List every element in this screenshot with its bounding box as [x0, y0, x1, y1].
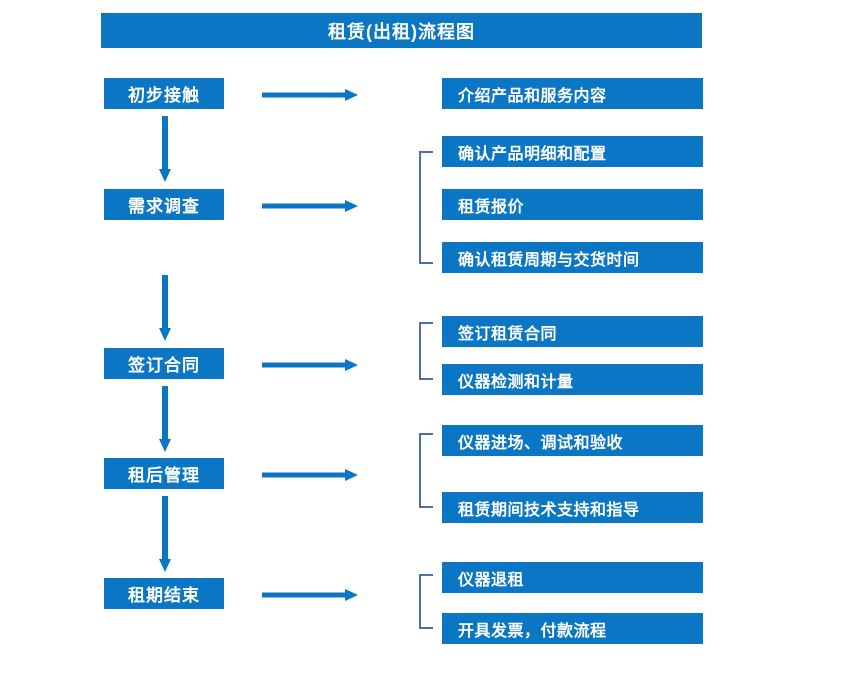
- arrow-stage-5-icon: [262, 587, 358, 603]
- detail-box-label: 租赁报价: [458, 198, 525, 216]
- stage-box-label: 初步接触: [128, 86, 200, 105]
- stage-box-label: 租期结束: [128, 586, 200, 605]
- stage-box-4: 租后管理: [104, 458, 224, 489]
- arrow-stage-2-icon: [262, 198, 358, 214]
- detail-box-8: 租赁期间技术支持和指导: [442, 492, 703, 523]
- detail-box-label: 仪器检测和计量: [458, 373, 574, 391]
- detail-box-7: 仪器进场、调试和验收: [442, 425, 703, 456]
- detail-box-label: 开具发票，付款流程: [458, 622, 607, 640]
- stage-box-label: 签订合同: [128, 356, 200, 375]
- stage-box-3: 签订合同: [104, 348, 224, 379]
- bracket-group-5-icon: [418, 574, 434, 629]
- detail-box-label: 仪器进场、调试和验收: [458, 434, 624, 452]
- detail-box-label: 签订租赁合同: [458, 325, 558, 343]
- detail-box-5: 签订租赁合同: [442, 316, 703, 347]
- detail-box-3: 租赁报价: [442, 189, 703, 220]
- stage-box-label: 需求调查: [128, 197, 200, 216]
- detail-box-label: 确认产品明细和配置: [458, 145, 607, 163]
- detail-box-label: 仪器退租: [458, 571, 525, 589]
- detail-box-2: 确认产品明细和配置: [442, 136, 703, 167]
- arrow-3-to-4-icon: [157, 386, 173, 452]
- arrow-2-to-3-icon: [157, 275, 173, 341]
- stage-box-2: 需求调查: [104, 189, 224, 220]
- detail-box-6: 仪器检测和计量: [442, 364, 703, 395]
- detail-box-label: 租赁期间技术支持和指导: [458, 501, 640, 519]
- stage-box-1: 初步接触: [104, 78, 224, 109]
- arrow-stage-1-icon: [262, 87, 358, 103]
- arrow-4-to-5-icon: [157, 496, 173, 572]
- detail-box-10: 开具发票，付款流程: [442, 613, 703, 644]
- arrow-1-to-2-icon: [157, 116, 173, 182]
- diagram-title: 租赁(出租)流程图: [101, 13, 702, 48]
- detail-box-label: 介绍产品和服务内容: [458, 87, 607, 105]
- bracket-group-3-icon: [418, 322, 434, 380]
- stage-box-5: 租期结束: [104, 578, 224, 609]
- arrow-stage-4-icon: [262, 467, 358, 483]
- bracket-group-2-icon: [418, 151, 434, 264]
- bracket-group-4-icon: [418, 433, 434, 508]
- arrow-stage-3-icon: [262, 357, 358, 373]
- detail-box-4: 确认租赁周期与交货时间: [442, 242, 703, 273]
- detail-box-label: 确认租赁周期与交货时间: [458, 251, 640, 269]
- detail-box-1: 介绍产品和服务内容: [442, 78, 703, 109]
- detail-box-9: 仪器退租: [442, 562, 703, 593]
- stage-box-label: 租后管理: [128, 466, 200, 485]
